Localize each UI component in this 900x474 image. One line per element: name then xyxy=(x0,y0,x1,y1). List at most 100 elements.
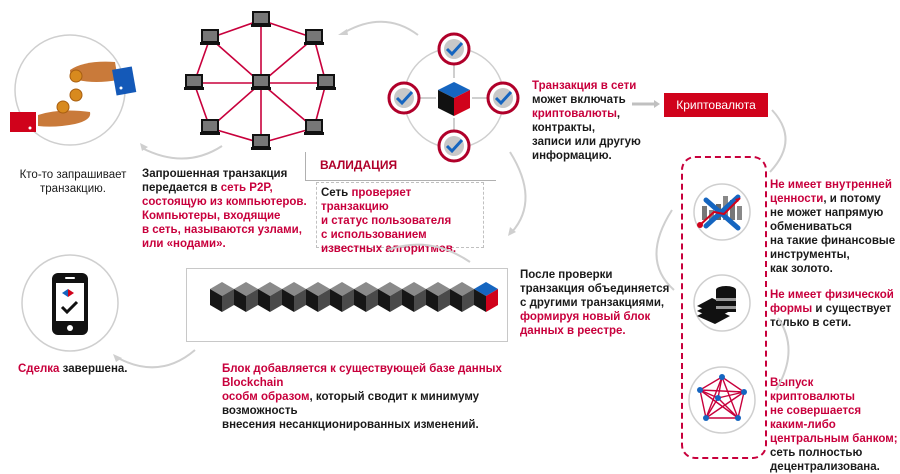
step3-plain: , xyxy=(616,108,621,120)
step4-text: После проверки транзакция объединяется с… xyxy=(520,268,680,338)
step2-text: Запрошенная транзакция передается в сеть… xyxy=(142,167,322,251)
step3-text: Транзакция в сети может включать криптов… xyxy=(532,79,662,163)
block-cube xyxy=(306,282,330,312)
net-node xyxy=(719,374,725,380)
check-bg xyxy=(394,88,414,108)
step4-line: с другими транзакциями, xyxy=(520,297,665,309)
check-bg xyxy=(444,39,464,59)
step5-text: Блок добавляется к существующей базе дан… xyxy=(222,362,552,432)
check-icon xyxy=(445,41,464,57)
step5-line: Блок добавляется к существующей базе дан… xyxy=(222,363,502,389)
step2-plain: передается в xyxy=(142,182,221,194)
validation-highlight: проверяет транзакцию xyxy=(321,187,412,213)
check-icon xyxy=(445,138,464,154)
step2-line: в сеть, называются узлами, xyxy=(142,224,302,236)
step6-highlight: Сделка xyxy=(18,363,60,375)
crypto-prop-line: Не имеет внутренней xyxy=(770,179,892,191)
net-link xyxy=(699,389,719,399)
net-node xyxy=(697,387,703,393)
step2-line: Запрошенная транзакция xyxy=(142,168,288,180)
blockchain-box xyxy=(186,268,508,342)
block-cube xyxy=(282,282,306,312)
computer-base xyxy=(251,147,271,150)
validation-line: Сеть проверяет транзакцию xyxy=(321,186,479,214)
validation-header: ВАЛИДАЦИЯ xyxy=(305,152,496,181)
step1-text: Кто-то запрашивает транзакцию. xyxy=(19,169,127,195)
block-cube xyxy=(210,282,234,312)
block-cube xyxy=(426,282,450,312)
crypto-prop-line: обмениваться xyxy=(770,221,853,233)
crypto-prop-line: децентрализована. xyxy=(770,461,880,473)
step3-line: может включать xyxy=(532,94,626,106)
block-cube xyxy=(354,282,378,312)
crypto-prop-line: на такие финансовые xyxy=(770,235,896,247)
net-link xyxy=(699,376,723,391)
crypto-prop-line: только в сети. xyxy=(770,317,852,329)
step2-line: или «нодами». xyxy=(142,238,226,250)
computer-base xyxy=(251,87,271,90)
step3-line: контракты, xyxy=(532,122,596,134)
step5-line: внесения несанкционированных изменений. xyxy=(222,419,479,431)
net-node xyxy=(735,415,741,421)
step4-line: данных в реестре. xyxy=(520,325,626,337)
block-cube xyxy=(378,282,402,312)
crypto-prop-highlight: ценности xyxy=(770,193,824,205)
block-cube xyxy=(402,282,426,312)
computer-base xyxy=(304,132,324,135)
computer-base xyxy=(304,42,324,45)
net-link xyxy=(717,376,723,399)
step4-line: После проверки xyxy=(520,269,613,281)
computer-base xyxy=(251,24,271,27)
step6-plain: завершена. xyxy=(59,363,128,375)
validation-line: и статус пользователя xyxy=(321,215,452,227)
step2-line: Компьютеры, входящие xyxy=(142,210,281,222)
net-link xyxy=(699,389,745,393)
step4-line: формируя новый блок xyxy=(520,311,651,323)
crypto-prop-line: каким-либо xyxy=(770,419,836,431)
crypto-prop-line: как золото. xyxy=(770,263,833,275)
step3-line: записи или другую xyxy=(532,136,641,148)
net-node xyxy=(715,395,721,401)
crypto-prop-highlight: формы xyxy=(770,303,813,315)
check-bg xyxy=(444,136,464,156)
net-link xyxy=(699,389,739,419)
net-link xyxy=(705,397,719,419)
step3-line: криптовалюты, xyxy=(532,107,662,121)
net-link xyxy=(699,389,707,419)
crypto-prop-line: не совершается xyxy=(770,405,862,417)
step2-line: передается в сеть P2P, xyxy=(142,181,322,195)
crypto-prop-plain: и существует xyxy=(812,303,892,315)
net-link xyxy=(717,397,739,419)
crypto-prop-plain: , и потому xyxy=(823,193,881,205)
step6-text: Сделка завершена. xyxy=(18,362,158,376)
net-link xyxy=(721,376,739,419)
computer-base xyxy=(184,87,204,90)
crypto-button[interactable]: Криптовалюта xyxy=(664,93,768,117)
crypto-prop-line: не может напрямую xyxy=(770,207,884,219)
net-link xyxy=(705,376,723,419)
validation-plain: Сеть xyxy=(321,187,352,199)
net-link xyxy=(721,376,745,393)
crypto-prop-line: ценности, и потому xyxy=(770,192,900,206)
decentralized-network-icon xyxy=(688,366,756,434)
cash-coins-icon xyxy=(693,274,751,332)
step2-highlight: сеть P2P, xyxy=(220,182,273,194)
step5-highlight: особм образом xyxy=(222,391,310,403)
computer-base xyxy=(200,132,220,135)
net-link xyxy=(717,391,745,399)
step5-plain: , который сводит к минимуму возможность xyxy=(222,391,480,417)
new-block-cube xyxy=(474,282,498,312)
check-icon xyxy=(395,90,414,106)
computer-base xyxy=(200,42,220,45)
validation-title: ВАЛИДАЦИЯ xyxy=(320,158,398,172)
block-cube xyxy=(450,282,474,312)
